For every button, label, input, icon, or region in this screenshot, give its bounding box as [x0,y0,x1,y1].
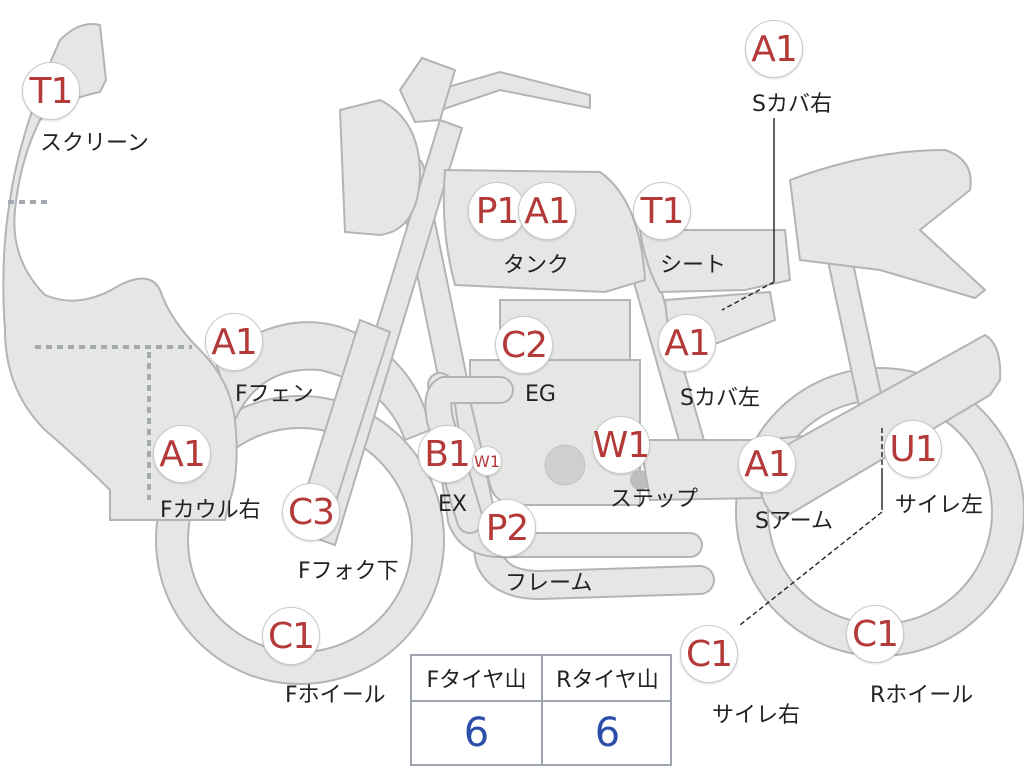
label-exhaust: EX [438,492,467,517]
grade-badge-rear-wheel[interactable]: C1 [846,605,904,663]
label-engine: EG [525,382,556,407]
grade-badge-side-cover-left[interactable]: A1 [658,314,716,372]
label-side-cover-left: Sカバ左 [680,386,760,411]
label-screen: スクリーン [40,131,149,156]
tire-tread-table: Fタイヤ山 6 Rタイヤ山 6 [410,654,672,766]
label-rear-wheel: Rホイール [870,683,974,708]
rear-tire-value: 6 [594,710,621,756]
seat-shape [638,229,792,294]
rear-tire-column: Rタイヤ山 6 [543,656,672,764]
grade-badge-muffler-right[interactable]: C1 [680,625,738,683]
grade-badge-muffler-left[interactable]: U1 [884,420,942,478]
label-step: ステップ [610,487,699,512]
label-front-fork-lower: Fフォク下 [298,559,399,584]
grade-badge-exhaust-2[interactable]: W1 [472,446,502,476]
headlight-shape [338,98,422,237]
label-front-wheel: Fホイール [285,683,386,708]
tail-cowl-shape [788,148,987,300]
front-cowl-shape [2,23,238,521]
grade-badge-screen[interactable]: T1 [22,62,80,120]
grade-badge-seat[interactable]: T1 [633,182,691,240]
label-swing-arm: Sアーム [755,509,833,534]
label-muffler-left: サイレ左 [895,493,984,518]
label-seat: シート [660,253,727,278]
front-tire-column: Fタイヤ山 6 [412,656,543,764]
grade-badge-tank-2[interactable]: A1 [518,182,576,240]
grade-badge-tank-1[interactable]: P1 [468,182,526,240]
label-side-cover-right: Sカバ右 [752,92,832,117]
label-frame: フレーム [505,571,593,596]
grade-badge-exhaust[interactable]: B1 [418,425,476,483]
grade-badge-engine[interactable]: C2 [495,316,553,374]
rear-tire-header: Rタイヤ山 [543,656,672,702]
grade-badge-front-fork-lower[interactable]: C3 [282,483,340,541]
label-front-fender: Fフェン [235,382,314,407]
grade-badge-front-cowl-right[interactable]: A1 [153,425,211,483]
grade-badge-front-wheel[interactable]: C1 [262,607,320,665]
label-tank: タンク [503,253,570,278]
grade-badge-front-fender[interactable]: A1 [205,313,263,371]
grade-badge-step[interactable]: W1 [592,416,650,474]
grade-badge-swing-arm[interactable]: A1 [738,435,796,493]
grade-badge-side-cover-right[interactable]: A1 [745,20,803,78]
label-front-cowl-right: Fカウル右 [160,498,261,523]
front-tire-value: 6 [463,710,490,756]
front-tire-header: Fタイヤ山 [412,656,541,702]
grade-badge-frame[interactable]: P2 [478,499,536,557]
label-muffler-right: サイレ右 [712,703,801,728]
